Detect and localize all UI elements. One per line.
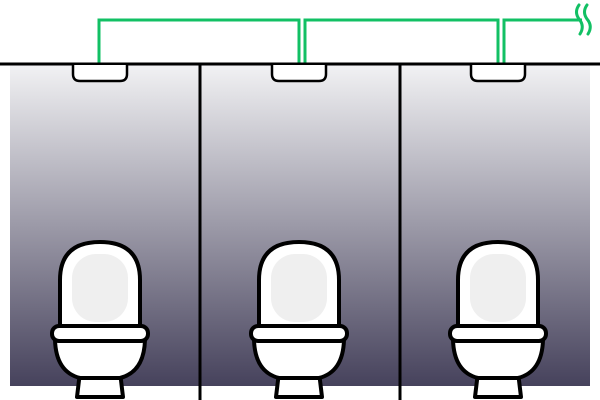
stall-3 <box>448 65 548 399</box>
toilet-icon <box>448 240 548 399</box>
stall-2 <box>249 65 349 399</box>
toilet-icon <box>50 240 150 399</box>
toilet-bowl <box>451 338 545 380</box>
exhaust-wave-icon <box>583 3 592 36</box>
pipe-segment-3 <box>502 18 582 64</box>
ceiling-vent-icon <box>270 65 328 83</box>
stall-1 <box>50 65 150 399</box>
ceiling-vent-icon <box>469 65 527 83</box>
toilet-icon <box>249 240 349 399</box>
toilet-lid-inner <box>72 254 128 322</box>
ventilation-pipes <box>97 3 592 64</box>
toilet-lid-inner <box>470 254 526 322</box>
toilet-bowl <box>53 338 147 380</box>
toilet-seat <box>249 324 349 343</box>
pipe-segment-1 <box>97 18 301 64</box>
toilet-seat <box>50 324 150 343</box>
toilet-seat <box>448 324 548 343</box>
ceiling-vent-icon <box>71 65 129 83</box>
toilet-bowl <box>252 338 346 380</box>
exhaust-wave-icon <box>575 3 584 36</box>
toilet-lid-inner <box>271 254 327 322</box>
pipe-segment-2 <box>303 18 500 64</box>
